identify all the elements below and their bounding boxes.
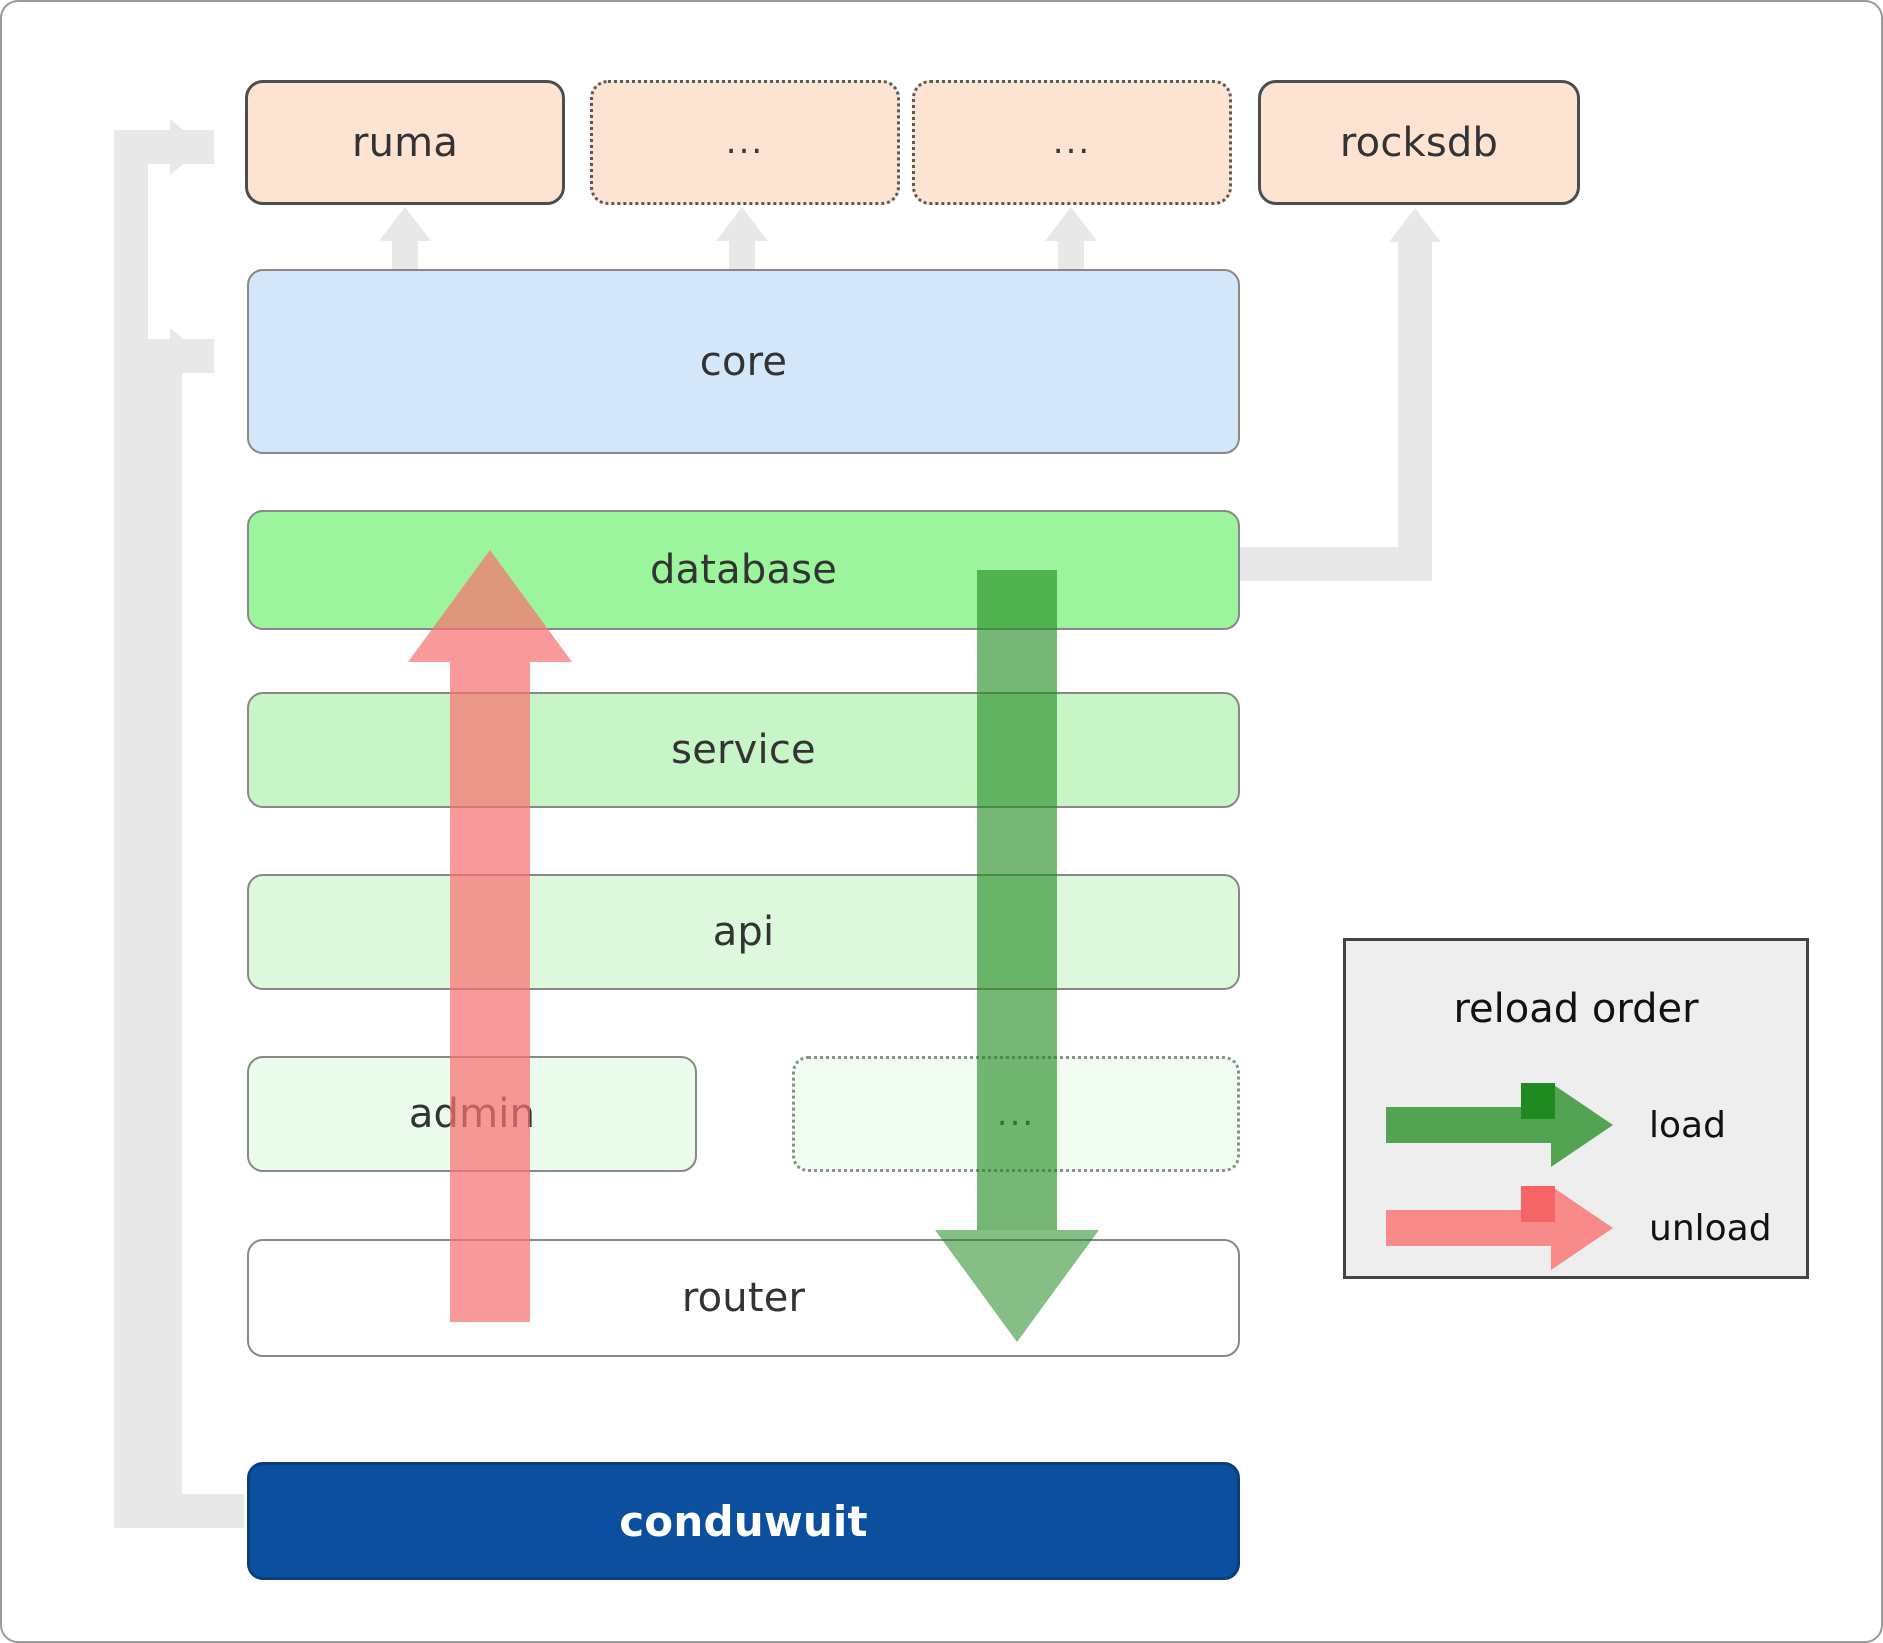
dependency-box-rocksdb[interactable]: rocksdb xyxy=(1258,80,1580,205)
dependency-label-rocksdb: rocksdb xyxy=(1339,119,1499,166)
left-connector-arrowhead-ruma xyxy=(170,119,204,175)
right-connector-horizontal xyxy=(1234,547,1414,581)
layer-label-service: service xyxy=(671,727,816,773)
legend-unload-head xyxy=(1551,1186,1613,1270)
legend-row-load: load xyxy=(1386,1083,1726,1167)
layer-box-api[interactable]: api xyxy=(247,874,1240,990)
left-connector-stub-core xyxy=(148,339,182,1494)
dependency-box-ellipsis-1[interactable]: ... xyxy=(590,80,900,205)
layer-label-api: api xyxy=(712,909,775,955)
application-label-conduwuit: conduwuit xyxy=(619,1496,868,1546)
legend-load-label: load xyxy=(1649,1104,1726,1146)
layer-label-router: router xyxy=(681,1275,806,1321)
load-arrow-shaft xyxy=(977,570,1057,1230)
unload-arrow-shaft xyxy=(450,662,530,1322)
legend-row-unload: unload xyxy=(1386,1186,1772,1270)
right-connector-vertical xyxy=(1398,242,1432,581)
dependency-box-ruma[interactable]: ruma xyxy=(245,80,565,205)
layer-label-database: database xyxy=(649,547,838,593)
dependency-label-ellipsis-1: ... xyxy=(725,122,765,163)
legend-panel: reload order load unload xyxy=(1343,938,1809,1279)
legend-unload-notch xyxy=(1521,1186,1555,1222)
core-to-dep3-arrowhead xyxy=(1045,207,1097,241)
layer-box-core[interactable]: core xyxy=(247,269,1240,454)
core-to-ruma-arrowhead xyxy=(379,207,431,241)
layer-box-service[interactable]: service xyxy=(247,692,1240,808)
load-arrow-head xyxy=(935,1230,1099,1342)
left-connector-bottom xyxy=(114,1494,244,1528)
core-to-dep2-arrowhead xyxy=(716,207,768,241)
unload-arrow-head xyxy=(408,550,572,662)
layer-label-core: core xyxy=(699,338,788,385)
layer-box-database[interactable]: database xyxy=(247,510,1240,630)
application-box-conduwuit[interactable]: conduwuit xyxy=(247,1462,1240,1580)
left-connector-arrowhead-core xyxy=(170,328,204,384)
left-connector-vertical xyxy=(114,130,148,1528)
dependency-label-ellipsis-2: ... xyxy=(1052,122,1092,163)
legend-load-notch xyxy=(1521,1083,1555,1119)
legend-unload-label: unload xyxy=(1649,1207,1772,1249)
dependency-box-ellipsis-2[interactable]: ... xyxy=(912,80,1232,205)
legend-title: reload order xyxy=(1453,986,1699,1032)
dependency-label-ruma: ruma xyxy=(351,119,459,166)
right-connector-arrowhead-rocksdb xyxy=(1389,208,1441,242)
legend-load-head xyxy=(1551,1083,1613,1167)
